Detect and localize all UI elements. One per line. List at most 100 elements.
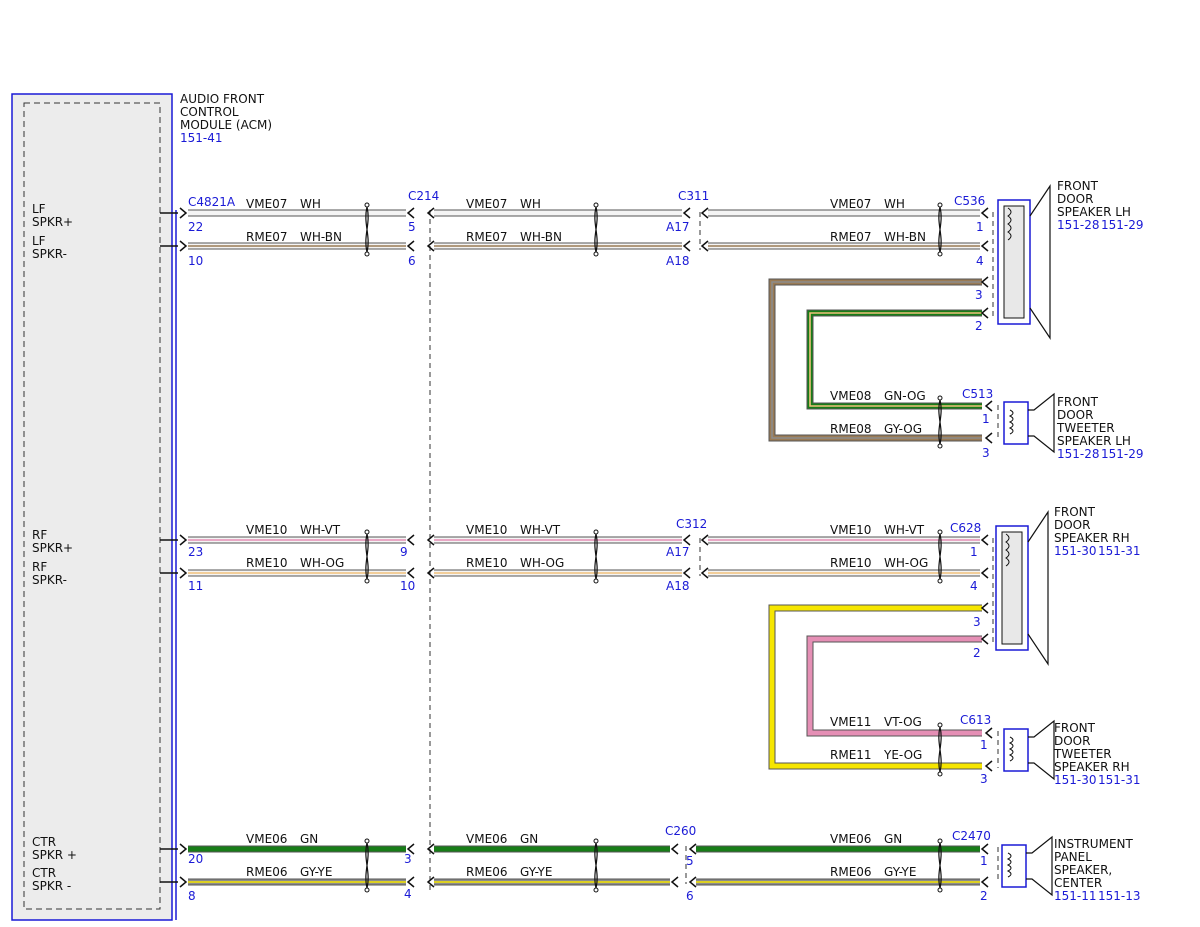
speaker-rf-tweeter-body: [1003, 728, 1029, 772]
pin-c628-2: 2: [973, 646, 981, 660]
pin-c312-a17: A17: [666, 545, 689, 559]
wire-rme10-arrow-c214-a: [406, 567, 415, 579]
connector-c260-label: C260: [665, 824, 696, 838]
pin-label-lf-minus-1: LF: [32, 234, 46, 248]
speaker-label-line: DOOR: [1054, 734, 1090, 748]
pin-c214-3: 3: [404, 852, 412, 866]
circuit-id: RME06: [246, 865, 288, 879]
pin-c214-4: 4: [404, 887, 412, 901]
speaker-lf-tweeter-body: [1003, 401, 1029, 445]
speaker-lf-door-coil: [1007, 207, 1012, 241]
wire-vme06-arrow-end: [980, 843, 989, 855]
wire-vme06-arrow-mid-a: [670, 843, 679, 855]
circuit-color: WH-OG: [300, 556, 344, 570]
circuit-color: WH-OG: [884, 556, 928, 570]
twist-end-mark: [937, 887, 943, 893]
wire-vme08-stripe: [809, 312, 982, 407]
pin-acm-22: 22: [188, 220, 203, 234]
wire-vme06-arrow-mid-b: [688, 843, 697, 855]
twist-end-mark: [364, 251, 370, 257]
circuit-color: GN: [520, 832, 538, 846]
speaker-label-line: SPEAKER LH: [1057, 434, 1131, 448]
circuit-color: WH-VT: [520, 523, 561, 537]
circuit-color: GN: [300, 832, 318, 846]
circuit-color: GY-YE: [884, 865, 916, 879]
wire-vme10-arrow-end: [980, 534, 989, 546]
twist-end-mark: [937, 838, 943, 844]
pin-label-rf-minus-2: SPKR-: [32, 573, 67, 587]
wire-rme10-arrow-c214-b: [426, 567, 435, 579]
twist-end-mark: [937, 395, 943, 401]
circuit-color: GY-YE: [520, 865, 552, 879]
speaker-ref: 151-29: [1101, 218, 1144, 232]
circuit-id: VME10: [466, 523, 507, 537]
circuit-id: VME07: [830, 197, 871, 211]
speaker-center-cone: [1026, 835, 1053, 897]
wire-vme06-arrow-c214-a: [406, 843, 415, 855]
pin-arrows: [179, 207, 993, 888]
wire-vme11: [807, 636, 982, 736]
speaker-label-line: FRONT: [1057, 395, 1099, 409]
speaker-label-rf-tweeter: FRONT DOOR TWEETER SPEAKER RH 151-30 151…: [1053, 721, 1141, 787]
pin-label-lf-plus-2: SPKR+: [32, 215, 73, 229]
pin-acm-10: 10: [188, 254, 203, 268]
wire-rme11: [769, 605, 982, 769]
pin-c214-9: 9: [400, 545, 408, 559]
twist-end-mark: [593, 838, 599, 844]
speaker-lf-door-cone: [1029, 184, 1051, 340]
wire-vme10-arrow-mid-a: [682, 534, 691, 546]
speaker-rf-tweeter-coil: [1008, 736, 1014, 762]
wire-rme07-arrow-end: [980, 240, 989, 252]
speaker-symbols: [995, 184, 1055, 897]
pin-label-ctr-minus-1: CTR: [32, 866, 56, 880]
acm-title-line-1: AUDIO FRONT: [180, 92, 265, 106]
pin-c311-a17: A17: [666, 220, 689, 234]
wire-rme06-arrow-end: [980, 876, 989, 888]
arrow-c513-1: [984, 400, 993, 412]
circuit-color: WH-OG: [520, 556, 564, 570]
twist-marks: [364, 202, 943, 893]
speaker-label-line: DOOR: [1057, 192, 1093, 206]
speaker-ref: 151-30: [1054, 773, 1097, 787]
speaker-label-line: FRONT: [1054, 505, 1096, 519]
pin-c536-3: 3: [975, 288, 983, 302]
pin-c536-2: 2: [975, 319, 983, 333]
wire-rme10-arrow-end: [980, 567, 989, 579]
acm-title-line-2: CONTROL: [180, 105, 239, 119]
circuit-id: RME10: [830, 556, 872, 570]
pin-c2470-2: 2: [980, 889, 988, 903]
circuit-id: RME08: [830, 422, 872, 436]
circuit-color: WH-VT: [884, 523, 925, 537]
pin-acm-8: 8: [188, 889, 196, 903]
speaker-label-center: INSTRUMENT PANEL SPEAKER, CENTER 151-11 …: [1054, 837, 1141, 903]
wire-rme07-arrow-mid-b: [700, 240, 709, 252]
pin-c312-a18: A18: [666, 579, 689, 593]
twist-end-mark: [593, 529, 599, 535]
pin-label-rf-minus-1: RF: [32, 560, 47, 574]
pin-c628-4: 4: [970, 579, 978, 593]
twist-mark: [365, 533, 369, 580]
speaker-label-line: DOOR: [1054, 518, 1090, 532]
twist-mark: [594, 533, 598, 580]
twist-mark: [938, 206, 942, 253]
circuit-id: RME11: [830, 748, 872, 762]
twist-mark: [365, 206, 369, 253]
pin-acm-11: 11: [188, 579, 203, 593]
pin-label-ctr-plus-2: SPKR +: [32, 848, 77, 862]
wire-vme10-arrow-acm: [179, 534, 188, 546]
arrow-c613-3: [984, 760, 993, 772]
pin-c536-4: 4: [976, 254, 984, 268]
speaker-label-line: TWEETER: [1053, 747, 1112, 761]
circuit-id: RME07: [830, 230, 872, 244]
pin-label-rf-plus-2: SPKR+: [32, 541, 73, 555]
wire-vme06-arrow-acm: [179, 843, 188, 855]
wire-vme07-arrow-end: [980, 207, 989, 219]
pin-c2470-1: 1: [980, 854, 988, 868]
pin-c311-a18: A18: [666, 254, 689, 268]
speaker-label-line: SPEAKER RH: [1054, 760, 1130, 774]
wire-rme07-arrow-mid-a: [682, 240, 691, 252]
circuit-id: VME08: [830, 389, 871, 403]
speaker-label-lf-door: FRONT DOOR SPEAKER LH 151-28 151-29: [1057, 179, 1144, 232]
acm-module: [11, 93, 177, 921]
twist-end-mark: [937, 722, 943, 728]
